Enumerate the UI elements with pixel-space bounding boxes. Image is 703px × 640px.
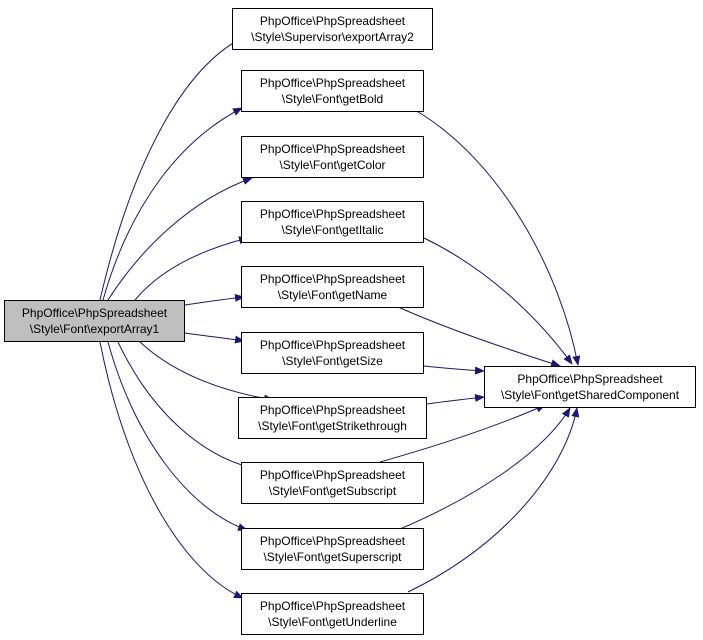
edge-getSuperscript-to-shared — [399, 407, 571, 530]
edge-root-to-getUnderline — [99, 341, 244, 599]
node-label-line1: PhpOffice\PhpSpreadsheet — [259, 14, 406, 28]
node-getUnderline[interactable]: PhpOffice\PhpSpreadsheet \Style\Font\get… — [241, 593, 424, 635]
node-label-line1: PhpOffice\PhpSpreadsheet — [259, 468, 406, 482]
node-label-line2: \Style\Font\getUnderline — [268, 615, 397, 629]
node-label-line1: PhpOffice\PhpSpreadsheet — [517, 372, 663, 386]
node-label-line2: \Style\Font\getItalic — [281, 223, 384, 237]
edge-getSize-to-shared — [423, 365, 485, 375]
node-getColor[interactable]: PhpOffice\PhpSpreadsheet \Style\Font\get… — [241, 136, 424, 178]
node-getSize[interactable]: PhpOffice\PhpSpreadsheet \Style\Font\get… — [241, 332, 424, 374]
node-label-line2: \Style\Font\getStrikethrough — [258, 419, 407, 433]
node-label-line1: PhpOffice\PhpSpreadsheet — [259, 272, 406, 286]
node-getItalic[interactable]: PhpOffice\PhpSpreadsheet \Style\Font\get… — [241, 201, 424, 243]
node-label-line2: \Style\Supervisor\exportArray2 — [251, 30, 414, 44]
node-label-line1: PhpOffice\PhpSpreadsheet — [259, 142, 406, 156]
edge-getName-to-shared — [397, 306, 561, 368]
node-getBold[interactable]: PhpOffice\PhpSpreadsheet \Style\Font\get… — [241, 70, 424, 112]
node-label-line1: PhpOffice\PhpSpreadsheet — [259, 338, 406, 352]
edge-root-to-getSubscript — [117, 341, 253, 470]
node-getStrikethrough[interactable]: PhpOffice\PhpSpreadsheet \Style\Font\get… — [238, 397, 427, 439]
node-label-line1: PhpOffice\PhpSpreadsheet — [259, 76, 406, 90]
edge-getItalic-to-shared — [423, 237, 573, 365]
edge-root-to-getBold — [102, 107, 243, 301]
node-getName[interactable]: PhpOffice\PhpSpreadsheet \Style\Font\get… — [241, 266, 424, 308]
node-label-line2: \Style\Font\getSize — [282, 354, 383, 368]
edge-getBold-to-shared — [414, 109, 581, 366]
node-exportArray1-root: PhpOffice\PhpSpreadsheet \Style\Font\exp… — [4, 300, 185, 342]
node-label-line1: PhpOffice\PhpSpreadsheet — [259, 599, 406, 613]
edge-root-to-getName — [184, 293, 245, 306]
node-label-line1: PhpOffice\PhpSpreadsheet — [259, 403, 406, 417]
node-label-line2: \Style\Font\getColor — [279, 158, 386, 172]
node-getSubscript[interactable]: PhpOffice\PhpSpreadsheet \Style\Font\get… — [241, 462, 424, 504]
node-getSuperscript[interactable]: PhpOffice\PhpSpreadsheet \Style\Font\get… — [241, 528, 424, 570]
edge-root-to-getItalic — [134, 236, 249, 301]
node-label-line2: \Style\Font\getName — [277, 288, 388, 302]
edge-root-to-getStrikethrough — [139, 341, 274, 403]
node-label-line2: \Style\Font\getBold — [281, 92, 384, 106]
edge-getStrikethrough-to-shared — [426, 394, 485, 405]
node-label-line2: \Style\Font\exportArray1 — [29, 322, 160, 336]
edge-getUnderline-to-shared — [407, 407, 580, 593]
node-label-line1: PhpOffice\PhpSpreadsheet — [259, 534, 406, 548]
node-label-line1: PhpOffice\PhpSpreadsheet — [259, 207, 406, 221]
edge-root-to-getSuperscript — [107, 341, 248, 531]
edge-root-to-exportArray2 — [99, 37, 243, 301]
node-exportArray2[interactable]: PhpOffice\PhpSpreadsheet \Style\Supervis… — [232, 8, 433, 50]
node-getSharedComponent[interactable]: PhpOffice\PhpSpreadsheet \Style\Font\get… — [484, 366, 696, 408]
node-label-line1: PhpOffice\PhpSpreadsheet — [21, 306, 168, 320]
edge-getSubscript-to-shared — [379, 404, 546, 463]
node-label-line2: \Style\Font\getSubscript — [268, 484, 397, 498]
node-label-line2: \Style\Font\getSuperscript — [263, 550, 402, 564]
edge-root-to-getSize — [184, 332, 245, 344]
node-label-line2: \Style\Font\getSharedComponent — [500, 388, 680, 402]
edge-root-to-getColor — [107, 177, 253, 301]
